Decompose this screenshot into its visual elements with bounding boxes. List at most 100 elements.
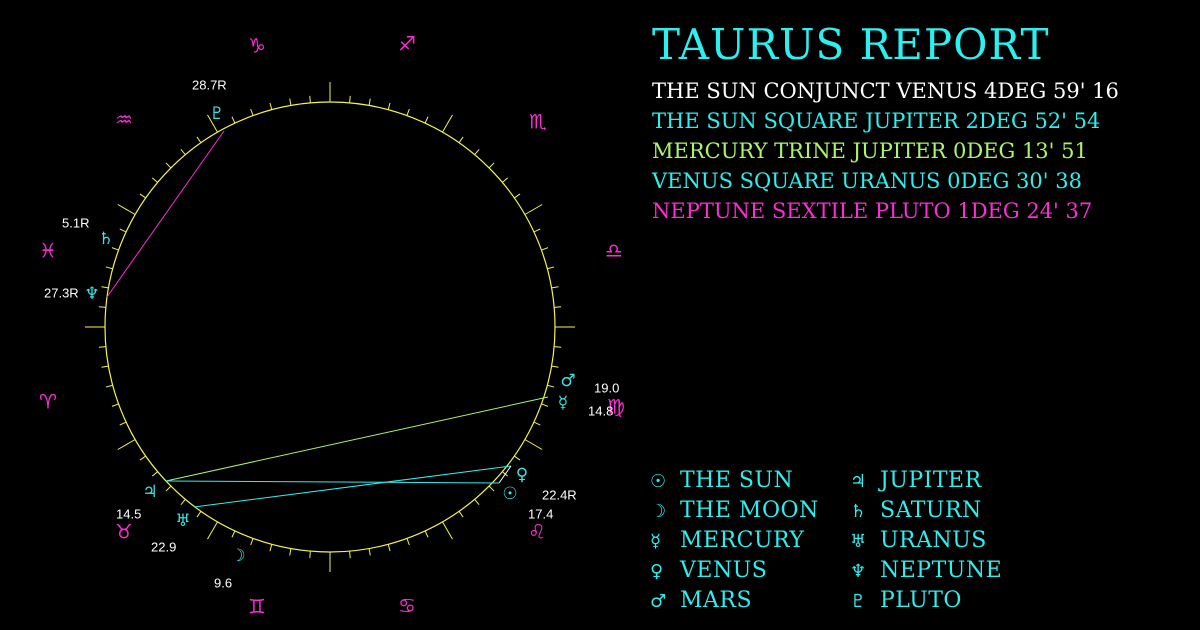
legend-item: ♂ MARS — [650, 586, 819, 616]
degree-tick — [151, 471, 158, 477]
legend-item: ☉ THE SUN — [650, 466, 819, 496]
aspect-item: THE SUN SQUARE JUPITER 2DEG 52' 54 — [652, 109, 1101, 133]
sun-icon: ☉ — [650, 471, 667, 492]
degree-tick — [309, 551, 311, 559]
legend-label: VENUS — [680, 558, 768, 583]
gemini-sign-icon: ♊ — [248, 595, 266, 619]
degree-tick — [554, 346, 562, 348]
degree-tick — [207, 521, 218, 540]
saturn-icon: ♄ — [98, 229, 113, 249]
legend-item: ☽ THE MOON — [650, 496, 819, 526]
moon-degree-label: 9.6 — [214, 575, 232, 590]
degree-tick — [458, 136, 464, 143]
degree-tick — [151, 177, 158, 183]
degree-tick — [488, 162, 495, 169]
degree-tick — [180, 148, 186, 155]
degree-tick — [474, 499, 480, 506]
degree-tick — [502, 177, 509, 183]
degree-tick — [289, 548, 292, 556]
mars-icon: ♂ — [650, 591, 667, 612]
legend-label: URANUS — [880, 528, 987, 553]
legend-label: THE MOON — [680, 498, 819, 523]
degree-tick — [196, 136, 202, 143]
degree-tick — [105, 266, 113, 270]
neptune-icon: ♆ — [84, 284, 99, 304]
aquarius-sign-icon: ♒ — [115, 108, 133, 132]
degree-tick — [514, 455, 521, 461]
moon-icon: ☽ — [230, 546, 245, 566]
mars-icon: ♂ — [560, 371, 575, 391]
cancer-sign-icon: ♋ — [398, 594, 416, 618]
legend-item: ♀ VENUS — [650, 556, 819, 586]
natal-chart-wheel: ♈♉♊♋♌♍♎♏♐♑♒♓ ♇28.7R♄5.1R♆27.3R♂19.0☿14.8… — [39, 32, 625, 619]
aspect-item: NEPTUNE SEXTILE PLUTO 1DEG 24' 37 — [652, 199, 1093, 223]
degree-tick — [231, 530, 236, 538]
planet-legend-left: ☉THE SUN ☽THE MOON ☿MERCURY ♀VENUS ♂MARS — [650, 466, 819, 616]
uranus-degree-label: 22.9 — [151, 539, 176, 554]
degree-tick — [424, 116, 429, 124]
degree-tick — [139, 455, 146, 461]
degree-tick — [269, 544, 273, 552]
degree-tick — [101, 286, 109, 289]
legend-label: THE SUN — [680, 468, 794, 493]
aspect-line-venus-uranus — [193, 465, 512, 508]
degree-tick — [387, 544, 391, 552]
degree-tick — [458, 511, 464, 518]
degree-tick — [368, 98, 371, 106]
degree-tick — [406, 108, 410, 116]
legend-label: NEPTUNE — [880, 558, 1003, 583]
degree-tick — [111, 403, 119, 407]
degree-tick — [368, 548, 371, 556]
degree-tick — [442, 114, 453, 133]
legend-label: MARS — [680, 588, 753, 613]
saturn-degree-label: 5.1R — [62, 215, 89, 230]
degree-tick — [387, 102, 391, 110]
mercury-icon: ☿ — [558, 393, 568, 413]
jupiter-icon: ♃ — [142, 482, 157, 502]
pluto-icon: ♇ — [209, 104, 224, 124]
venus-icon: ♀ — [650, 561, 664, 582]
degree-tick — [551, 365, 559, 368]
degree-tick — [474, 148, 480, 155]
aries-sign-icon: ♈ — [39, 390, 57, 414]
mercury-degree-label: 14.8 — [588, 403, 613, 418]
degree-tick — [309, 95, 311, 103]
degree-tick — [117, 204, 136, 215]
aspect-list: THE SUN CONJUNCT VENUS 4DEG 59' 16 THE S… — [652, 76, 1119, 226]
planet-legend-right: ♃JUPITER ♄SATURN ♅URANUS ♆NEPTUNE ♇PLUTO — [850, 466, 1002, 616]
aspect-line-sun-jupiter — [165, 480, 500, 484]
moon-icon: ☽ — [650, 501, 667, 522]
degree-tick — [119, 228, 127, 233]
degree-tick — [105, 384, 113, 388]
aspect-item: MERCURY TRINE JUPITER 0DEG 13' 51 — [652, 139, 1088, 163]
pluto-icon: ♇ — [850, 591, 867, 612]
leo-sign-icon: ♌ — [528, 520, 546, 544]
sun-degree-label: 17.4 — [528, 506, 553, 521]
degree-tick — [424, 530, 429, 538]
sagittarius-sign-icon: ♐ — [398, 32, 416, 56]
degree-tick — [98, 346, 106, 348]
aspect-line-mercury-jupiter — [165, 396, 549, 482]
degree-tick — [551, 286, 559, 289]
degree-tick — [119, 421, 127, 426]
degree-tick — [231, 116, 236, 124]
pisces-sign-icon: ♓ — [39, 239, 57, 263]
degree-tick — [180, 499, 186, 506]
degree-tick — [139, 193, 146, 199]
degree-tick — [547, 384, 555, 388]
degree-tick — [207, 114, 218, 133]
degree-tick — [442, 521, 453, 540]
aspect-item: THE SUN CONJUNCT VENUS 4DEG 59' 16 — [652, 79, 1119, 103]
degree-tick — [514, 193, 521, 199]
venus-degree-label: 22.4R — [542, 487, 577, 502]
legend-item: ♇PLUTO — [850, 586, 1002, 616]
neptune-degree-label: 27.3R — [44, 285, 79, 300]
degree-tick — [165, 485, 172, 492]
uranus-icon: ♅ — [175, 511, 190, 531]
saturn-icon: ♄ — [850, 501, 867, 522]
aspect-item: VENUS SQUARE URANUS 0DEG 30' 38 — [652, 169, 1082, 193]
degree-tick — [269, 102, 273, 110]
legend-item: ♃JUPITER — [850, 466, 1002, 496]
uranus-icon: ♅ — [850, 531, 867, 552]
legend-item: ♆NEPTUNE — [850, 556, 1002, 586]
